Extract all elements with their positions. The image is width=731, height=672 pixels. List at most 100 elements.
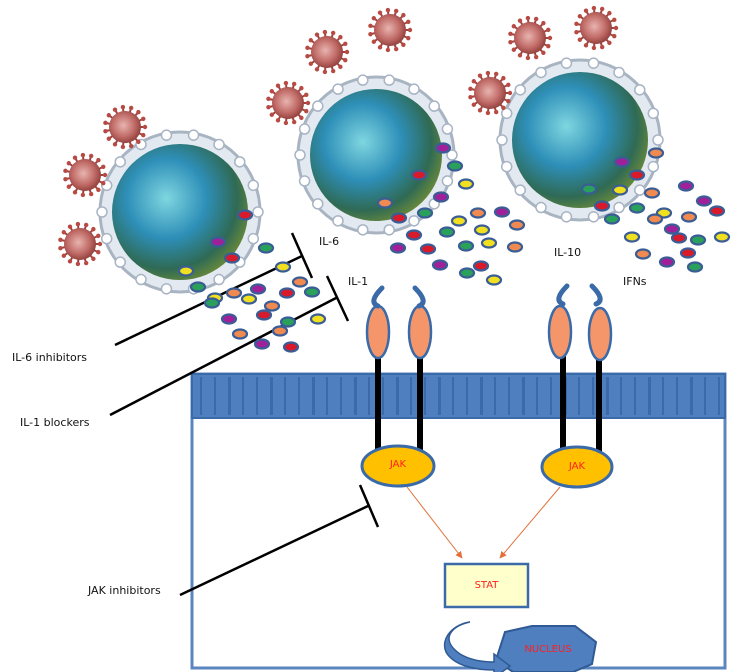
curved-arrow-icon <box>443 621 512 672</box>
cytokine-dot <box>189 281 207 293</box>
cytokine-dot <box>677 180 695 192</box>
label-ifns: IFNs <box>623 275 647 288</box>
cytokine-dot <box>628 202 646 214</box>
cytokine-dot <box>309 313 327 325</box>
cytokine-dot <box>282 341 300 353</box>
cytokine-dot <box>680 211 698 223</box>
label-il1-blockers: IL-1 blockers <box>20 416 90 429</box>
cytokine-dot <box>580 183 598 195</box>
cytokine-dot <box>376 197 394 209</box>
cytokine-dot <box>274 261 292 273</box>
target-cell <box>190 372 727 670</box>
cytokine-dot <box>450 215 468 227</box>
cytokine-dot <box>634 248 652 260</box>
jak-left <box>360 444 436 488</box>
virus-icon <box>103 104 148 150</box>
cytokine-dot <box>255 309 273 321</box>
cytokine-dot <box>611 184 629 196</box>
cytokine-dot <box>278 287 296 299</box>
cytokine-dot <box>257 242 275 254</box>
label-il10: IL-10 <box>554 246 582 259</box>
cytokine-dot <box>679 247 697 259</box>
cytokine-dot <box>469 207 487 219</box>
cell-membrane <box>191 373 726 419</box>
stat-label: STAT <box>474 580 499 591</box>
cytokine-dot <box>434 142 452 154</box>
cytokine-dot <box>405 229 423 241</box>
cytokine-dot <box>303 286 321 298</box>
cytokine-dot <box>457 178 475 190</box>
cytokine-dot <box>419 243 437 255</box>
virus-icon <box>468 70 513 116</box>
cytokine-dot <box>431 259 449 271</box>
cytokine-dot <box>647 147 665 159</box>
label-jak-inhibitors: JAK inhibitors <box>88 584 161 597</box>
cytokine-dot <box>663 223 681 235</box>
receptor-right <box>547 283 613 458</box>
jak-left-label: JAK <box>389 459 407 470</box>
cytokine-dot <box>446 160 464 172</box>
cytokine-dot <box>670 232 688 244</box>
arrow-jak-right-to-stat <box>499 486 561 559</box>
cytokine-dot <box>457 240 475 252</box>
cytokine-dot <box>410 169 428 181</box>
cytokine-dot <box>432 191 450 203</box>
cytokine-dot <box>263 300 281 312</box>
cytokine-dot <box>686 261 704 273</box>
arrow-jak-left-to-stat <box>406 486 463 559</box>
receptor-left <box>365 285 433 460</box>
cytokine-dot <box>603 213 621 225</box>
cytokine-dot <box>209 236 227 248</box>
cytokine-dot <box>593 200 611 212</box>
virus-icon <box>58 221 103 267</box>
cytokine-dot <box>658 256 676 268</box>
cytokine-dot <box>291 276 309 288</box>
cytokine-dot <box>249 283 267 295</box>
cytokine-dot <box>713 231 731 243</box>
virus-icon <box>574 5 619 51</box>
jak-inhibitor-line <box>179 484 380 597</box>
cytokine-dot <box>480 237 498 249</box>
jak-right <box>540 445 614 489</box>
cytokine-dot <box>177 265 195 277</box>
virus-icon <box>63 152 108 198</box>
cytokine-dot <box>279 316 297 328</box>
cytokine-dot <box>271 325 289 337</box>
label-il1: IL-1 <box>348 275 369 288</box>
cytokine-dot <box>506 241 524 253</box>
cytokine-dot <box>389 242 407 254</box>
cytokine-dot <box>231 328 249 340</box>
cytokine-dot <box>253 338 271 350</box>
cytokine-dot <box>646 213 664 225</box>
label-il6: IL-6 <box>319 235 340 248</box>
cytokine-dot <box>708 205 726 217</box>
immune-cell-icon <box>294 74 458 236</box>
nucleus-label: NUCLEUS <box>524 644 572 655</box>
cytokine-dot <box>695 195 713 207</box>
virus-icon <box>368 7 413 53</box>
virus-icon <box>266 80 311 126</box>
stat-box <box>443 562 530 609</box>
cytokine-dot <box>203 297 221 309</box>
cytokine-dot <box>493 206 511 218</box>
cytokine-dot <box>220 313 238 325</box>
label-il6-inhibitors: IL-6 inhibitors <box>12 351 88 364</box>
cytokine-dot <box>416 207 434 219</box>
virus-icon <box>508 15 553 61</box>
cytokine-dot <box>472 260 490 272</box>
jak-right-label: JAK <box>568 461 586 472</box>
cytokine-dot <box>473 224 491 236</box>
cytokine-dot <box>689 234 707 246</box>
cytokine-dot <box>236 209 254 221</box>
cytokine-dot <box>223 252 241 264</box>
virus-icon <box>305 29 350 75</box>
cytokine-dot <box>508 219 526 231</box>
cytokine-dot <box>390 212 408 224</box>
cytokine-dot <box>438 226 456 238</box>
il1-blocker-line <box>109 275 350 417</box>
cytokine-dot <box>613 156 631 168</box>
cytokine-dot <box>240 293 258 305</box>
cytokine-dot <box>458 267 476 279</box>
immune-cell-icon <box>496 57 664 223</box>
